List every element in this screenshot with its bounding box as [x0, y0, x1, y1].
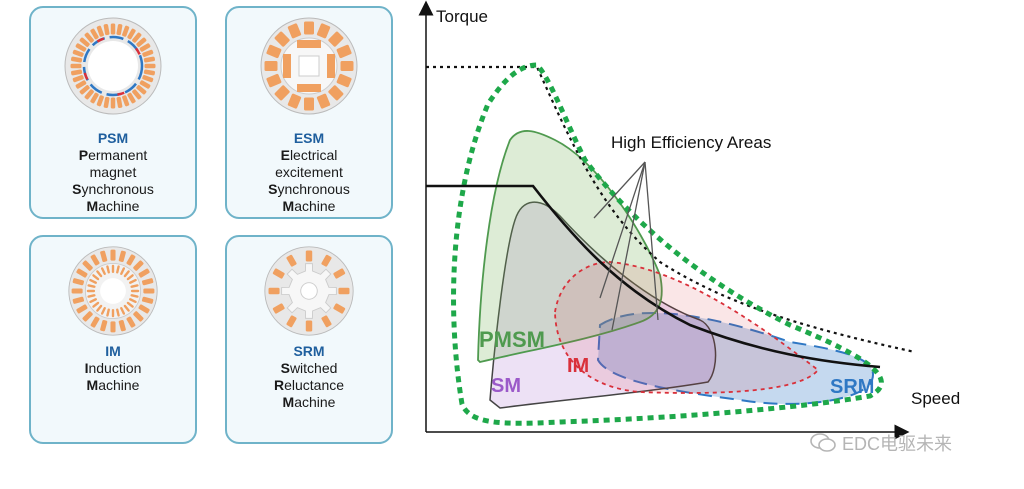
psm-line-2: magnet [89, 164, 137, 180]
psm-abbr: PSM [97, 130, 129, 146]
chat-bubble-icon [810, 433, 836, 452]
y-axis-label: Torque [436, 7, 488, 26]
psm-motor-icon [64, 17, 162, 115]
torque-speed-diagram: Torque Speed High Efficiency Areas PMSM … [418, 0, 960, 440]
im-card: IM Induction Machine [29, 235, 197, 444]
srm-line-1: Switched [280, 360, 338, 376]
im-abbr: IM [105, 343, 121, 359]
psm-line-3: Synchronous [72, 181, 154, 197]
psm-line-1: Permanent [78, 147, 148, 163]
esm-line-4: Machine [282, 198, 336, 214]
x-axis-label: Speed [911, 389, 960, 408]
srm-abbr: SRM [293, 343, 325, 359]
high-efficiency-label: High Efficiency Areas [611, 133, 771, 152]
im-motor-icon [68, 246, 158, 336]
esm-motor-icon [260, 17, 358, 115]
srm-card: SRM Switched Reluctance Machine [225, 235, 393, 444]
pmsm-label: PMSM [479, 327, 545, 352]
esm-line-2: excitement [275, 164, 343, 180]
annotation-pointers [593, 161, 659, 331]
watermark: EDC电驱未来 [810, 430, 952, 456]
esm-abbr: ESM [293, 130, 325, 146]
im-caption: IM Induction Machine [31, 343, 195, 394]
max-torque-envelope [426, 65, 916, 354]
im-region [554, 261, 820, 394]
efficiency-envelope [451, 62, 884, 426]
esm-line-1: Electrical [280, 147, 338, 163]
psm-line-4: Machine [86, 198, 140, 214]
esm-line-3: Synchronous [268, 181, 350, 197]
srm-motor-icon [264, 246, 354, 336]
srm-line-2: Reluctance [273, 377, 345, 393]
srm-caption: SRM Switched Reluctance Machine [227, 343, 391, 411]
continuous-torque-curve [426, 184, 881, 369]
srm-region [596, 311, 875, 405]
psm-card: PSM Permanent magnet Synchronous Machine [29, 6, 197, 219]
im-line-2: Machine [86, 377, 140, 393]
srm-label: SRM [830, 376, 874, 398]
srm-line-3: Machine [282, 394, 336, 410]
esm-caption: ESM Electrical excitement Synchronous Ma… [227, 130, 391, 215]
watermark-text: EDC电驱未来 [842, 434, 953, 454]
sm-label: SM [491, 375, 521, 397]
esm-card: ESM Electrical excitement Synchronous Ma… [225, 6, 393, 219]
psm-caption: PSM Permanent magnet Synchronous Machine [31, 130, 195, 215]
im-label: IM [567, 355, 589, 377]
im-line-1: Induction [84, 360, 142, 376]
